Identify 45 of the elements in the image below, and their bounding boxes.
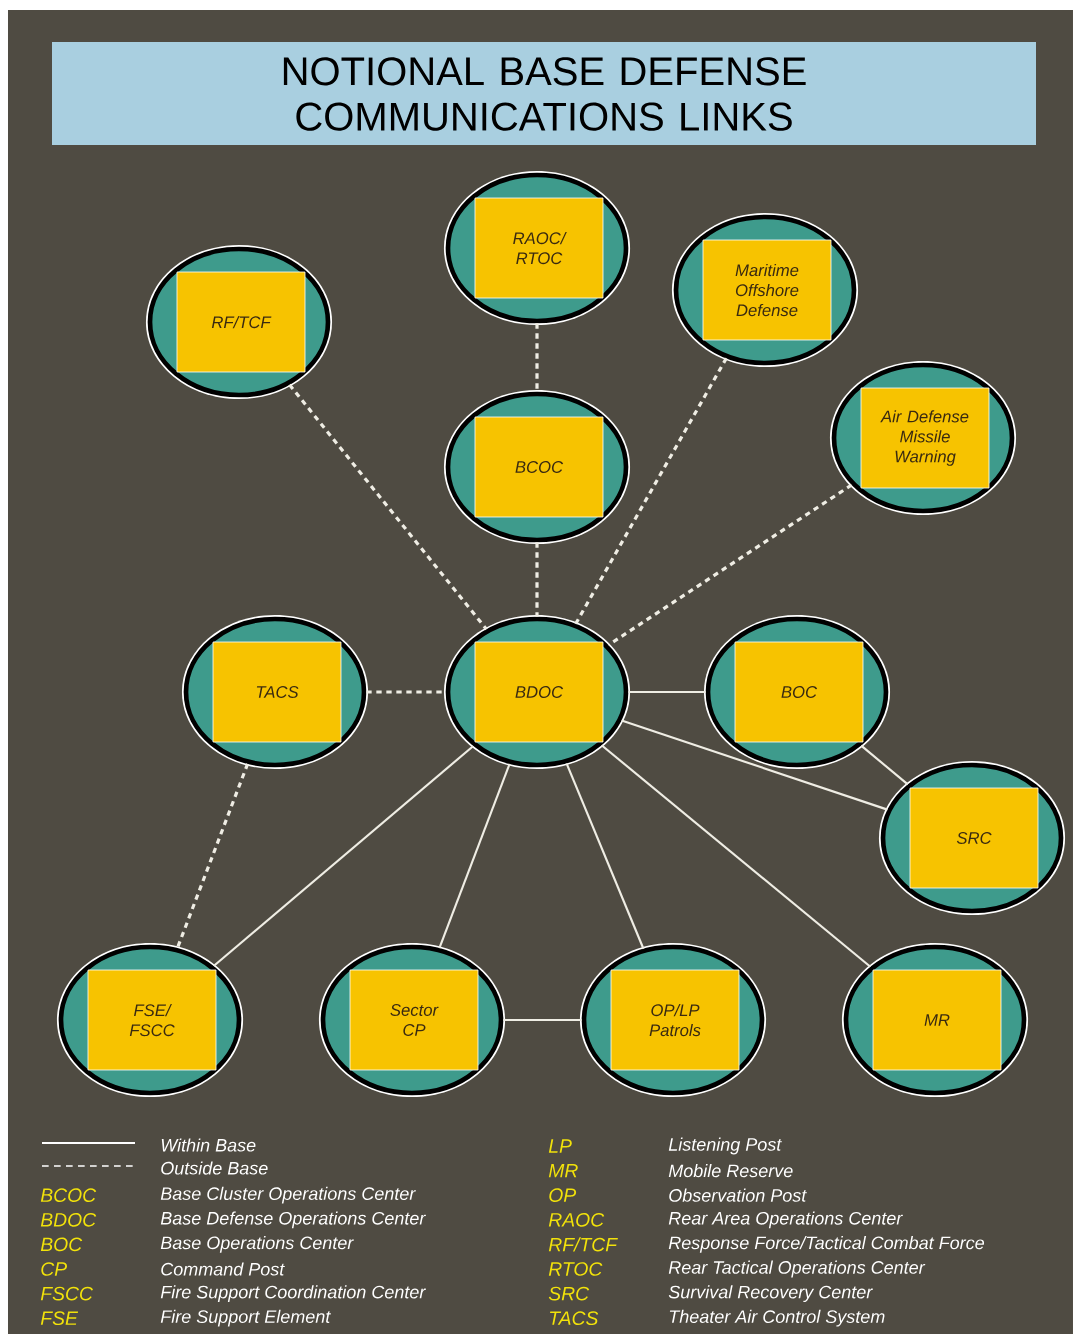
legend-text: Within Base xyxy=(161,1138,256,1152)
connector-line xyxy=(600,744,872,968)
definition: Rear Tactical Operations Center xyxy=(668,1260,926,1278)
connector-line xyxy=(213,745,474,967)
connector-line xyxy=(565,762,645,950)
definition: Fire Support Coordination Center xyxy=(160,1285,426,1302)
connector-line xyxy=(175,763,250,949)
legend-text: Outside Base xyxy=(161,1161,268,1175)
abbreviation: SRC xyxy=(548,1286,590,1301)
abbreviation: LP xyxy=(548,1139,572,1153)
abbreviation: RAOC xyxy=(548,1212,605,1227)
definition: Listening Post xyxy=(668,1137,782,1155)
connector-line xyxy=(628,690,706,694)
abbreviation: FSE xyxy=(40,1311,79,1326)
abbreviation: TACS xyxy=(550,1311,599,1326)
definition: Base Defense Operations Center xyxy=(160,1211,426,1229)
abbreviation: RTOC xyxy=(548,1262,603,1276)
connector-line xyxy=(607,483,853,647)
abbreviation: OP xyxy=(549,1188,577,1203)
connector-line xyxy=(860,744,909,786)
abbreviation: BOC xyxy=(40,1237,83,1252)
definition: Base Operations Center xyxy=(160,1236,354,1253)
definition: Theater Air Control System xyxy=(669,1309,885,1327)
connector-line xyxy=(438,763,511,949)
abbreviation: FSCC xyxy=(40,1286,93,1301)
abbreviation: BDOC xyxy=(40,1212,97,1227)
connector-line xyxy=(535,542,539,617)
connector-line xyxy=(288,383,488,631)
definition: Fire Support Element xyxy=(160,1309,331,1327)
definition: Command Post xyxy=(161,1262,285,1276)
abbreviation: MR xyxy=(548,1163,578,1178)
connector-line xyxy=(621,719,888,811)
abbreviation: CP xyxy=(41,1262,67,1276)
abbreviation: RF/TCF xyxy=(548,1237,618,1252)
connector-line xyxy=(503,1018,582,1022)
definition: Rear Area Operations Center xyxy=(668,1211,903,1229)
abbreviation: BCOC xyxy=(40,1188,97,1203)
definition: Base Cluster Operations Center xyxy=(160,1186,416,1204)
definition: Response Force/Tactical Combat Force xyxy=(668,1236,985,1253)
definition: Observation Post xyxy=(669,1188,807,1202)
definition: Survival Recovery Center xyxy=(668,1285,873,1302)
connector-line xyxy=(574,357,728,625)
title-banner: NOTIONAL BASE DEFENSE COMMUNICATIONS LINKS xyxy=(52,42,1036,145)
connector-line xyxy=(535,323,539,392)
definition: Mobile Reserve xyxy=(668,1164,793,1178)
